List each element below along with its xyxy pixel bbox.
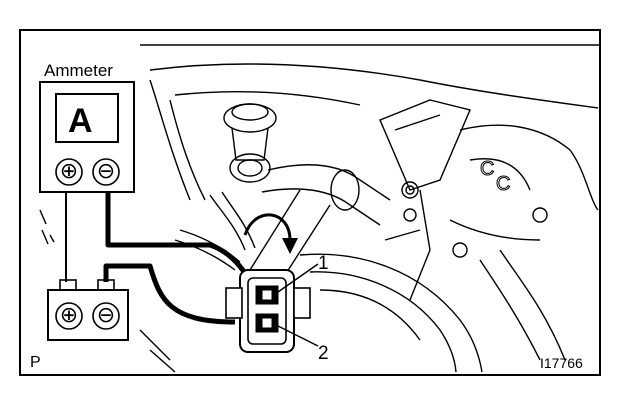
- battery-minus-terminal: [92, 302, 120, 330]
- engine-bay-sketch: C C: [39, 44, 600, 373]
- ammeter-plus-terminal: [55, 158, 83, 186]
- battery-minus-symbol: ⊖: [96, 303, 116, 328]
- ammeter-minus-symbol: ⊖: [96, 159, 116, 184]
- callout-number-2: 2: [318, 343, 329, 364]
- ammeter-plus-symbol: ⊕: [59, 159, 79, 184]
- callout-number-1: 1: [318, 253, 329, 274]
- figure-frame: [19, 29, 601, 376]
- callout-2-leader: [277, 325, 319, 347]
- battery: [47, 279, 129, 341]
- ammeter-label: Ammeter: [44, 61, 113, 80]
- battery-plus-symbol: ⊕: [59, 303, 79, 328]
- ammeter: [39, 81, 135, 193]
- ammeter-minus-terminal: [92, 158, 120, 186]
- svg-text:C: C: [480, 158, 494, 180]
- rotation-arrow: [243, 213, 292, 241]
- callout-1-leader: [277, 263, 319, 293]
- connector: [225, 269, 311, 353]
- corner-letter: P: [30, 354, 41, 371]
- rotation-arrow-head: [282, 238, 298, 254]
- figure-code: I17766: [540, 355, 583, 371]
- ammeter-face-letter: A: [68, 102, 93, 140]
- svg-text:C: C: [496, 173, 510, 195]
- battery-plus-terminal: [55, 302, 83, 330]
